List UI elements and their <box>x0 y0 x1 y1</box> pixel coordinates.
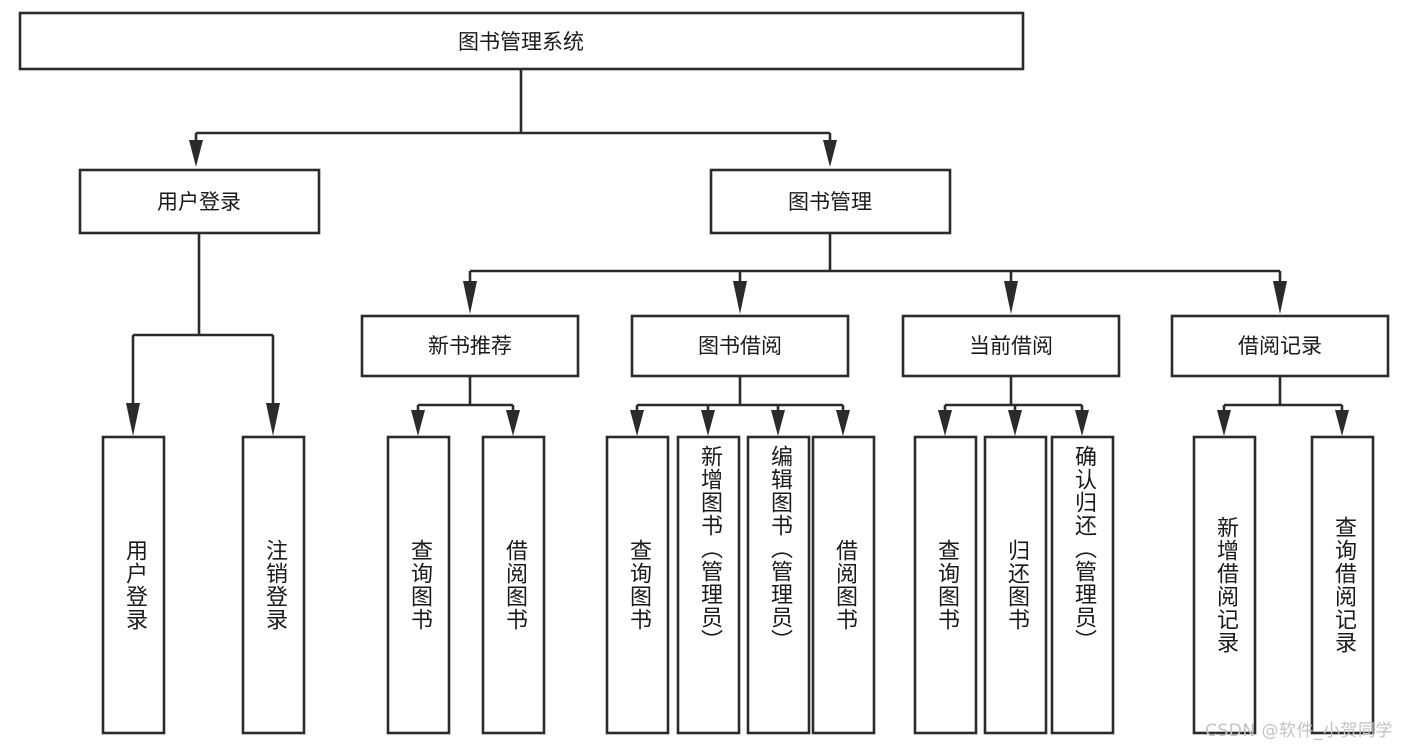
arrow-to-borrow-record <box>1273 281 1287 314</box>
node-new-book-recommend[interactable] <box>360 314 580 378</box>
node-leaf-add-book[interactable] <box>676 435 741 735</box>
arrow-to-leaf-query-book-3 <box>938 410 952 436</box>
node-user-login-label: 用户登录 <box>157 190 241 214</box>
arrow-to-leaf-confirm-return <box>1075 410 1089 436</box>
node-leaf-confirm-return[interactable] <box>1050 435 1115 735</box>
node-user-login[interactable] <box>78 168 321 235</box>
node-root[interactable] <box>18 11 1025 71</box>
arrow-to-current-borrow <box>1004 281 1018 314</box>
arrow-to-leaf-user-login <box>126 403 140 436</box>
arrow-to-leaf-logout-login <box>266 403 280 436</box>
node-leaf-edit-book[interactable] <box>746 435 811 735</box>
arrow-to-new-book-recommend <box>463 281 477 314</box>
node-book-management[interactable] <box>709 168 952 235</box>
arrow-to-leaf-borrow-book-1 <box>506 410 520 436</box>
arrow-to-leaf-return-book <box>1008 410 1022 436</box>
watermark-text: CSDN @软件_小贺同学 <box>1205 721 1393 741</box>
arrow-to-leaf-borrow-book-2 <box>836 410 850 436</box>
nodes-group: 图书管理系统 用户登录 图书管理 新书推荐 图书借阅 当前借阅 借阅记录 <box>18 11 1390 735</box>
node-new-book-recommend-label: 新书推荐 <box>428 334 512 358</box>
arrow-to-leaf-edit-book <box>771 410 785 436</box>
arrow-to-leaf-query-book-1 <box>411 410 425 436</box>
arrow-to-leaf-add-book <box>701 410 715 436</box>
node-leaf-query-book-3[interactable] <box>913 435 978 735</box>
node-book-management-label: 图书管理 <box>788 190 872 214</box>
arrow-to-leaf-query-record <box>1335 410 1349 436</box>
node-root-label: 图书管理系统 <box>458 30 584 54</box>
node-current-borrow-label: 当前借阅 <box>969 334 1053 358</box>
node-leaf-borrow-book-1[interactable] <box>481 435 546 735</box>
arrow-to-leaf-add-record <box>1217 410 1231 436</box>
node-leaf-logout-login[interactable] <box>241 435 306 735</box>
node-book-borrow-label: 图书借阅 <box>698 334 782 358</box>
arrow-to-book-management <box>823 140 837 167</box>
node-borrow-record-label: 借阅记录 <box>1238 334 1322 358</box>
node-leaf-query-book-1[interactable] <box>386 435 451 735</box>
node-borrow-record[interactable] <box>1170 314 1390 378</box>
node-leaf-borrow-book-2[interactable] <box>811 435 876 735</box>
node-leaf-add-record[interactable] <box>1192 435 1257 735</box>
arrow-to-user-login <box>189 140 203 167</box>
node-leaf-query-book-2[interactable] <box>605 435 670 735</box>
edges-group <box>126 70 1349 436</box>
node-current-borrow[interactable] <box>901 314 1121 378</box>
arrow-to-book-borrow <box>733 281 747 314</box>
arrow-to-leaf-query-book-2 <box>630 410 644 436</box>
node-leaf-return-book[interactable] <box>983 435 1048 735</box>
node-book-borrow[interactable] <box>630 314 850 378</box>
node-leaf-query-record[interactable] <box>1310 435 1375 735</box>
node-leaf-user-login[interactable] <box>101 435 166 735</box>
